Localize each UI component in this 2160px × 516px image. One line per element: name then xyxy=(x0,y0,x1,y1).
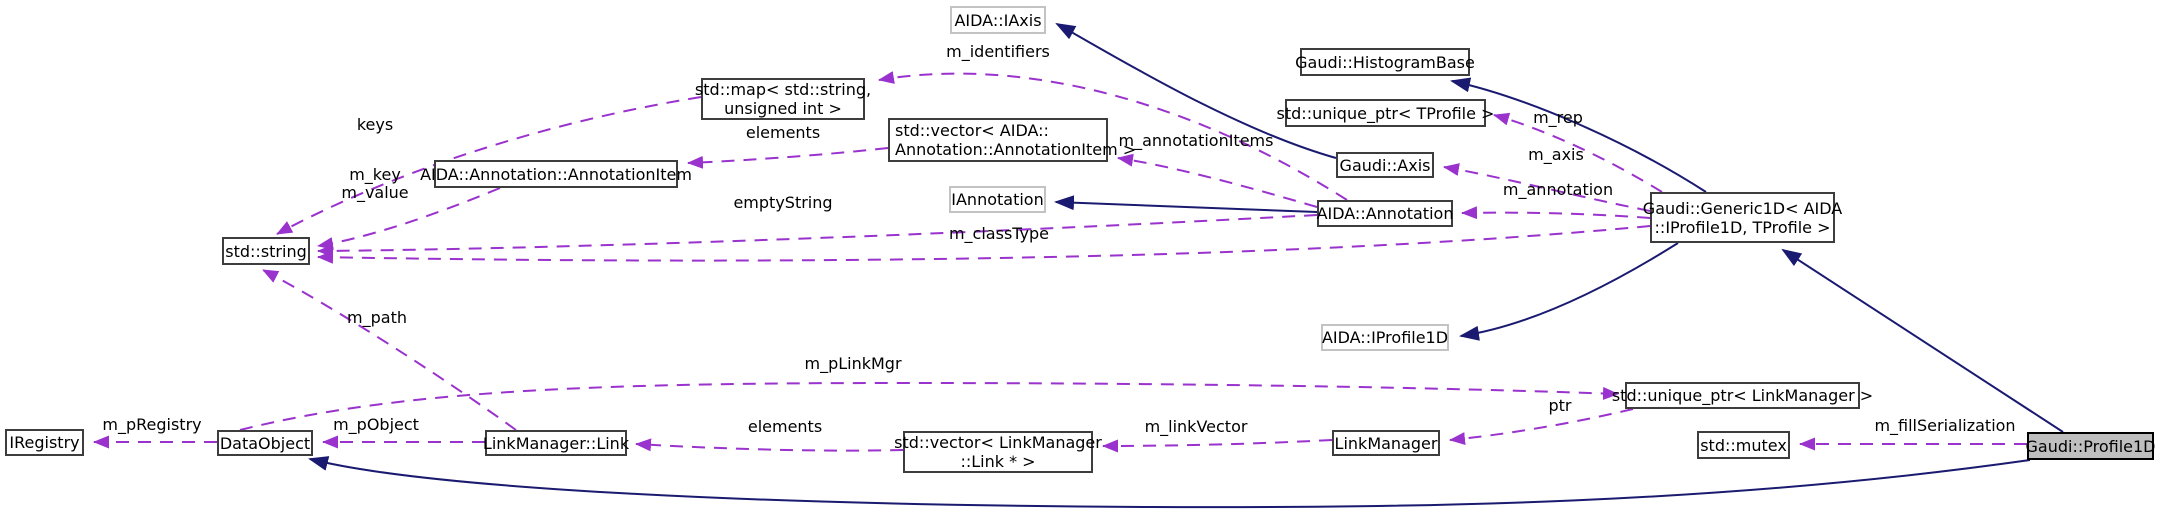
node-dataobject[interactable]: DataObject xyxy=(217,430,313,456)
edge-unique-ptr-linkmanager-to-linkmanager-ptr xyxy=(1449,408,1634,446)
node-iregistry[interactable]: IRegistry xyxy=(5,429,84,456)
edge-linkmanager-link-to-std-string-m_path xyxy=(262,269,517,431)
node-gaudi-axis[interactable]: Gaudi::Axis xyxy=(1336,152,1434,178)
node-vector-annotationitem[interactable]: std::vector< AIDA:: Annotation::Annotati… xyxy=(888,118,1136,162)
node-gaudi-histogrambase[interactable]: Gaudi::HistogramBase xyxy=(1295,48,1475,76)
node-std-mutex[interactable]: std::mutex xyxy=(1697,431,1790,459)
edge-generic1d-to-gaudi-histogrambase xyxy=(1450,77,1707,193)
edge-generic1d-to-aida-iprofile1d xyxy=(1459,242,1679,341)
node-vector-link[interactable]: std::vector< LinkManager ::Link * > xyxy=(894,431,1102,473)
edge-gaudi-profile1d-to-dataobject xyxy=(308,456,2031,509)
node-gaudi-profile1d: Gaudi::Profile1D xyxy=(2026,432,2156,460)
edge-gaudi-profile1d-to-generic1d xyxy=(1781,248,2064,433)
node-linkmanager[interactable]: LinkManager xyxy=(1332,430,1440,456)
edge-generic1d-to-aida-annotation-m_annotation xyxy=(1461,206,1651,220)
edge-generic1d-to-unique-ptr-tprofile-m_rep xyxy=(1493,112,1663,193)
edge-vector-link-to-linkmanager-link-elements xyxy=(635,438,904,452)
node-unique-ptr-linkmanager[interactable]: std::unique_ptr< LinkManager > xyxy=(1612,382,1873,409)
node-std-map[interactable]: std::map< std::string, unsigned int > xyxy=(694,78,872,120)
node-unique-ptr-tprofile[interactable]: std::unique_ptr< TProfile > xyxy=(1277,99,1494,127)
node-iannotation[interactable]: IAnnotation xyxy=(949,186,1046,213)
edge-generic1d-to-gaudi-axis-m_axis xyxy=(1443,163,1651,212)
edge-aida-annotation-to-vector-annotationitem-m_annotationItems xyxy=(1117,153,1318,208)
edge-aida-annotation-to-iannotation xyxy=(1054,195,1318,213)
node-std-string[interactable]: std::string xyxy=(222,237,310,265)
node-linkmanager-link[interactable]: LinkManager::Link xyxy=(483,430,629,456)
edge-linkmanager-to-vector-link-m_linkVector xyxy=(1102,439,1333,453)
edge-annotationitem-to-std-string-m_key xyxy=(317,187,501,250)
edge-vector-annotationitem-to-annotationitem-elements xyxy=(687,147,889,169)
edge-generic1d-to-std-string-m_classType xyxy=(317,225,1651,264)
node-aida-annotation[interactable]: AIDA::Annotation xyxy=(1317,200,1453,227)
edge-aida-annotation-to-std-map-m_identifiers xyxy=(878,71,1348,201)
node-annotationitem[interactable]: AIDA::Annotation::AnnotationItem xyxy=(420,160,692,188)
node-aida-iaxis[interactable]: AIDA::IAxis xyxy=(950,6,1046,34)
edge-aida-annotation-to-std-string-emptyString xyxy=(317,214,1318,258)
edge-dataobject-to-unique-ptr-linkmanager-m_pLinkMgr xyxy=(239,381,1619,431)
edge-gaudi-axis-to-aida-iaxis xyxy=(1055,23,1337,159)
node-aida-iprofile1d[interactable]: AIDA::IProfile1D xyxy=(1321,324,1449,351)
node-generic1d[interactable]: Gaudi::Generic1D< AIDA ::IProfile1D, TPr… xyxy=(1643,192,1842,243)
